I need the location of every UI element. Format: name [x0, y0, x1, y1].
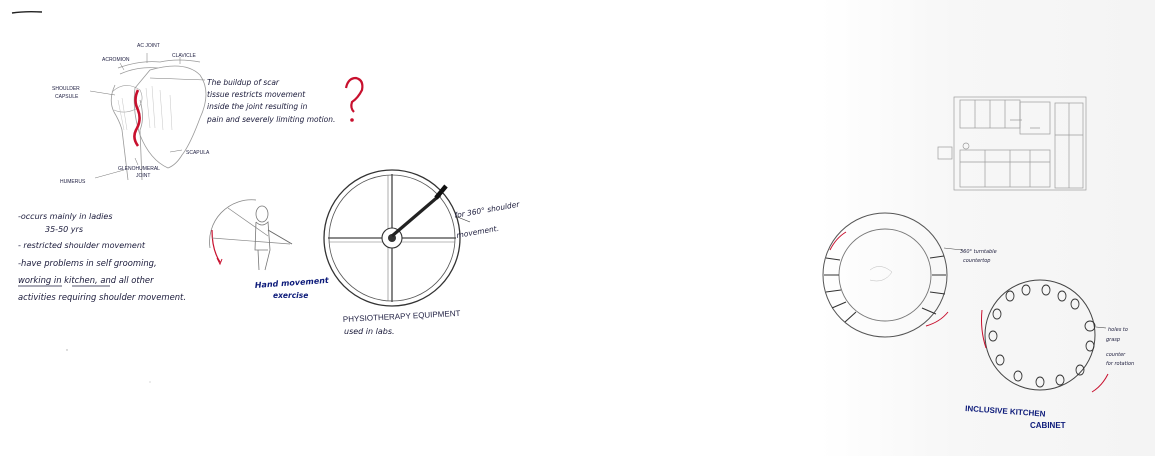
scar-leader [150, 78, 205, 80]
label-scapula: SCAPULA [186, 150, 210, 156]
grasp-hole [1058, 291, 1066, 301]
grasp-hole [1006, 291, 1014, 301]
label-acromion: ACROMION [102, 57, 130, 63]
scar-note-line-2: tissue restricts movement [207, 90, 306, 99]
turntable-slats [824, 256, 946, 322]
turntable-ring-sketch [823, 213, 962, 337]
holes-note-1: holes to [1108, 327, 1128, 333]
equipment-caption-1: PHYSIOTHERAPY EQUIPMENT [343, 309, 461, 324]
note-line-4: -have problems in self grooming, [18, 258, 157, 268]
note-line-3: - restricted shoulder movement [18, 241, 146, 250]
note-line-1: -occurs mainly in ladies [18, 212, 113, 221]
figure-arm [268, 230, 292, 244]
grasp-hole [989, 331, 997, 341]
note-line-6: activities requiring shoulder movement. [18, 292, 186, 302]
exercise-caption-1: Hand movement [255, 276, 331, 290]
range-hood [1020, 102, 1050, 134]
base-cabinets [960, 150, 1050, 187]
scar-note-line-1: The buildup of scar [207, 78, 280, 87]
scar-note-line-4: pain and severely limiting motion. [206, 115, 335, 124]
scapula-leader [170, 150, 182, 152]
label-clavicle: CLAVICLE [172, 53, 196, 59]
paper-speck [149, 381, 150, 382]
turntable-note-2: countertop [963, 258, 990, 264]
capsule-leader [90, 91, 115, 95]
grasp-hole [1022, 285, 1030, 295]
grasp-hole [1056, 375, 1064, 385]
corner-stroke [12, 12, 42, 13]
cabinet-red-arrow-right [1092, 374, 1108, 392]
base-cabinet-doors [960, 150, 1050, 187]
holes-leader [1096, 327, 1106, 328]
hand-exercise-sketch [210, 200, 292, 270]
grasp-hole [1042, 285, 1050, 295]
joint-leader [135, 158, 138, 165]
holes-note-2: grasp [1106, 337, 1120, 343]
shoulder-anatomy-sketch [90, 53, 206, 180]
figure-body [255, 222, 270, 270]
equipment-note-1: for 360° shoulder [454, 200, 521, 220]
wheel-crank-arm [392, 195, 440, 236]
clavicle-outline [118, 60, 200, 68]
turntable-center-scribble [870, 266, 892, 281]
turntable-note-1: 360° turntable [960, 249, 997, 255]
label-glenohumeral-2: JOINT [136, 173, 150, 179]
shelf-lines [1010, 120, 1040, 128]
figure-head [256, 206, 268, 222]
equipment-caption-2: used in labs. [344, 327, 395, 336]
equipment-note-2: movement. [456, 224, 500, 240]
side-shelf [938, 147, 952, 159]
question-mark-sign [346, 78, 362, 112]
grasp-hole [1086, 341, 1094, 351]
note-line-2: 35-50 yrs [45, 225, 83, 234]
grasp-hole [1085, 321, 1095, 331]
note-line-5: working in kitchen, and all other [18, 275, 154, 285]
label-shoulder-capsule-1: SHOULDER [52, 86, 80, 92]
scar-tissue-mark [134, 90, 139, 146]
label-humerus: HUMERUS [60, 179, 86, 185]
exercise-caption-2: exercise [273, 291, 308, 300]
question-mark-dot [350, 118, 354, 122]
cabinet-plan-sketch [982, 280, 1109, 392]
physio-wheel-sketch [324, 170, 470, 306]
turntable-inner [839, 229, 931, 321]
cabinet-title-2: CABINET [1030, 421, 1066, 430]
cabinet-outline [985, 280, 1095, 390]
grasp-hole [1014, 371, 1022, 381]
upper-cabinet-doors [975, 100, 1005, 128]
grasp-hole [1071, 299, 1079, 309]
scar-note-line-3: inside the joint resulting in [207, 102, 308, 111]
stove-knob [963, 143, 969, 149]
holes-note-3: counter [1106, 352, 1126, 358]
label-ac-joint: AC JOINT [137, 43, 160, 49]
grasp-holes [989, 285, 1095, 387]
exercise-arm-line-2 [212, 238, 290, 244]
label-glenohumeral-1: GLENOHUMERAL [118, 166, 160, 172]
cabinet-title-1: INCLUSIVE KITCHEN [965, 404, 1046, 419]
label-shoulder-capsule-2: CAPSULE [55, 94, 79, 100]
holes-note-4: for rotation [1106, 361, 1134, 367]
acromion-outline [120, 68, 158, 74]
kitchen-elevation-sketch [938, 97, 1086, 190]
turntable-outer [823, 213, 947, 337]
grasp-hole [993, 309, 1001, 319]
exercise-red-arc [212, 230, 220, 262]
bone-shading [118, 86, 172, 130]
grasp-hole [996, 355, 1004, 365]
paper-speck [66, 349, 67, 350]
grasp-hole [1036, 377, 1044, 387]
fridge-doors [1055, 103, 1083, 188]
